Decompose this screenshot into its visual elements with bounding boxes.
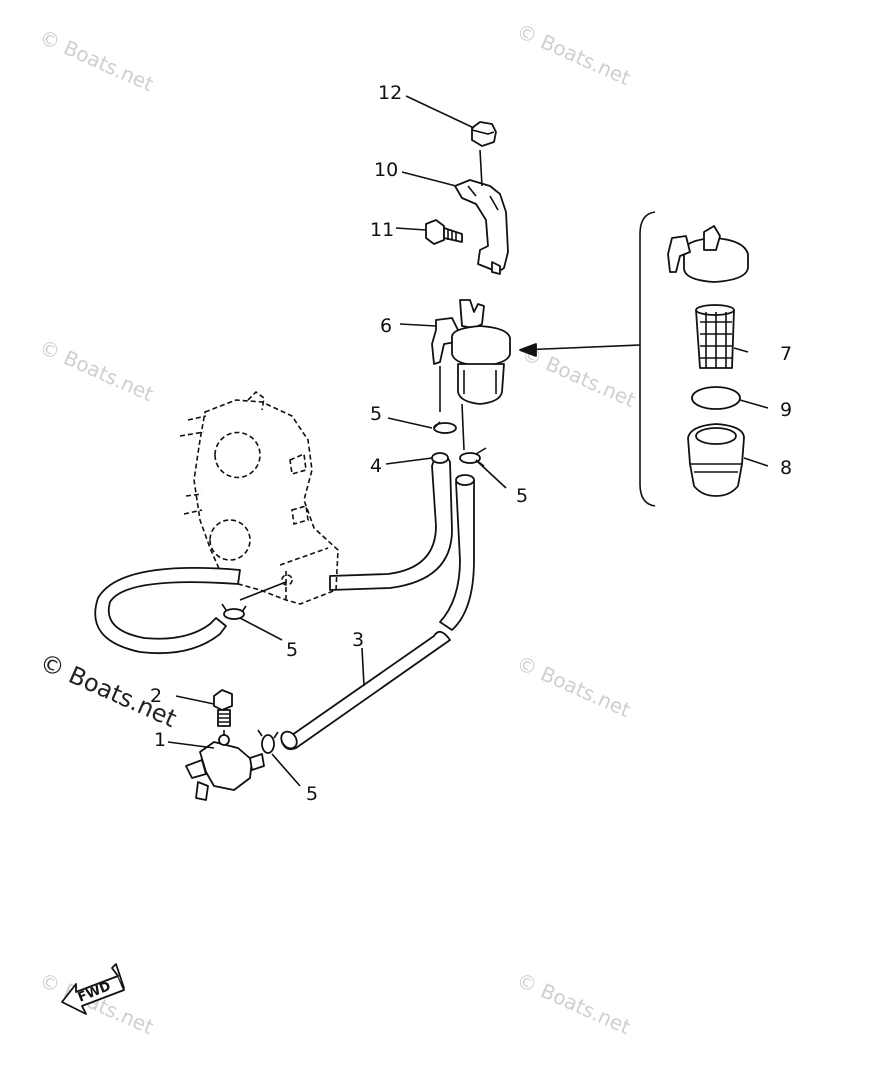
watermark-bottom-left: © Boats.net: [36, 968, 157, 1040]
carburetor-assembly: [179, 390, 339, 605]
part-1-fuel-joint: [185, 730, 265, 801]
callout-5-bottom: 5: [306, 783, 318, 805]
callout-3: 3: [352, 629, 364, 651]
callout-4: 4: [370, 455, 382, 477]
callout-labels: 12 10 11 6 5 4 5 5 3 2 1 5 7 9 8: [150, 82, 792, 805]
callout-7: 7: [780, 343, 792, 365]
filter-detail-group: [519, 211, 749, 507]
part-6-fuel-filter: [431, 299, 511, 451]
callout-5-upper: 5: [370, 403, 382, 425]
leader-lines: [167, 95, 769, 787]
watermark-bottom-right: © Boats.net: [513, 968, 634, 1040]
callout-10: 10: [374, 159, 398, 181]
callout-1: 1: [154, 729, 166, 751]
watermark-lower-right: © Boats.net: [513, 651, 634, 723]
part-5-clip-upper: [433, 421, 457, 434]
callout-5-right: 5: [516, 485, 528, 507]
watermarks: © Boats.net © Boats.net © Boats.net © Bo…: [36, 19, 640, 1040]
part-4-hose: [329, 452, 453, 591]
part-12-nut: [471, 121, 497, 147]
callout-9: 9: [780, 399, 792, 421]
hose-loop: [94, 567, 287, 655]
callout-11: 11: [370, 219, 394, 241]
watermark-mid-left: © Boats.net: [36, 335, 157, 407]
callout-5-lower-left: 5: [286, 639, 298, 661]
part-10-bracket: [454, 149, 509, 275]
callout-8: 8: [780, 457, 792, 479]
part-5-clip-lower-left: [221, 603, 247, 620]
callout-2: 2: [150, 685, 162, 707]
callout-12: 12: [378, 82, 402, 104]
watermark-top-right: © Boats.net: [513, 19, 634, 91]
part-2-bolt: [213, 689, 233, 727]
callout-6: 6: [380, 315, 392, 337]
watermark-top-left: © Boats.net: [36, 25, 157, 97]
part-3-hose: [280, 474, 475, 751]
part-11-bolt: [425, 219, 463, 245]
part-5-clip-bottom: [257, 729, 279, 754]
part-5-clip-right: [459, 447, 487, 467]
